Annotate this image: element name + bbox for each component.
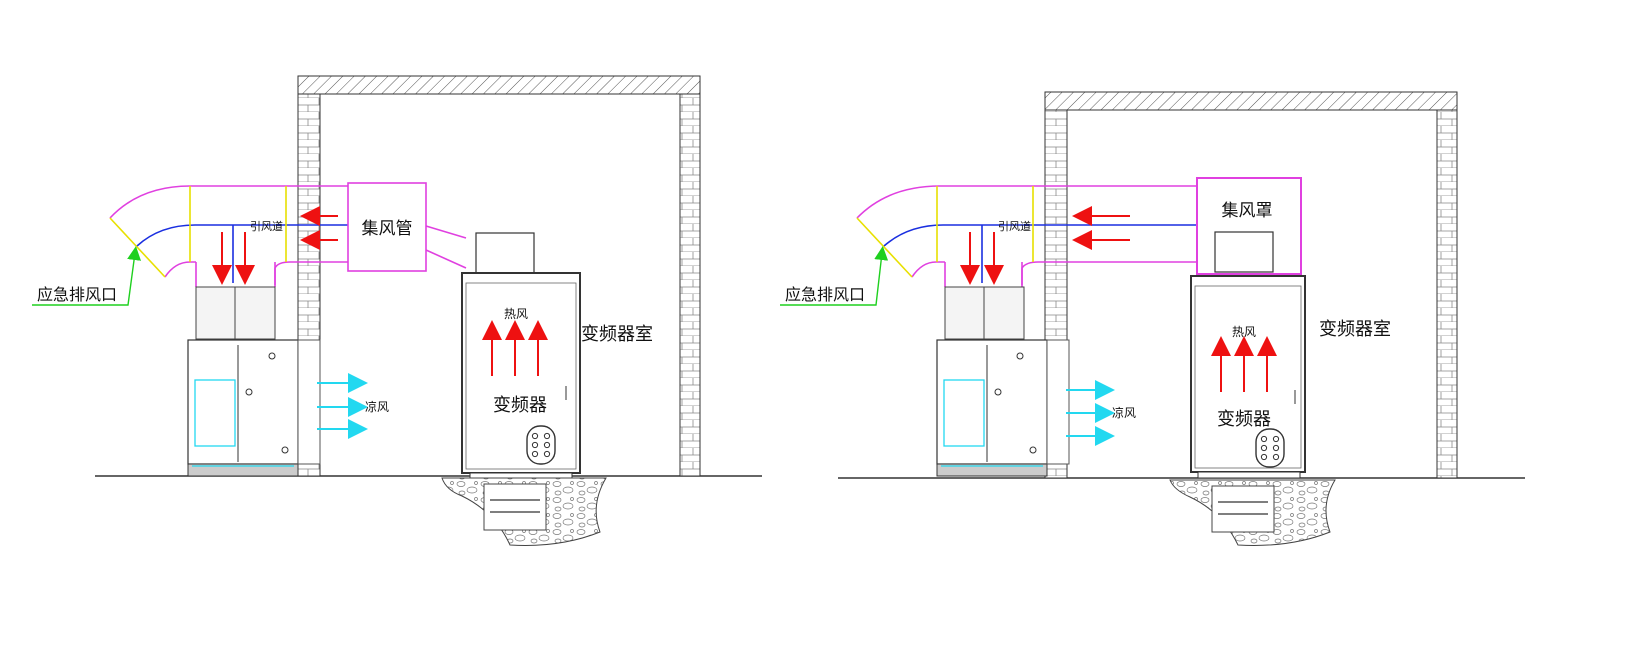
right-wall [1436, 109, 1458, 479]
duct-label: 引风道 [998, 219, 1031, 233]
vfd-label: 变频器 [1217, 409, 1271, 430]
hot-air-label: 热风 [504, 307, 528, 321]
vfd-cabinet [461, 232, 581, 480]
duct-centerline-blue [136, 224, 348, 247]
hot-air-label: 热风 [1232, 325, 1256, 339]
collector-box [347, 182, 427, 272]
air-conditioner-unit [936, 286, 1070, 477]
duct-outer-magenta [109, 185, 348, 219]
ceiling-slab [297, 75, 701, 95]
cool-air-label: 凉风 [365, 399, 389, 414]
duct-joint [109, 217, 166, 278]
emergency-exhaust-label: 应急排风口 [37, 285, 117, 304]
duct-system: 集风管 [109, 182, 467, 287]
panel-right: 集风罩 引风道 应急排风口 凉风 [780, 91, 1525, 546]
right-wall [679, 93, 701, 477]
panel-left: 集风管 引风道 应急排风口 凉风 [32, 75, 762, 546]
room-label: 变频器室 [581, 324, 653, 345]
ceiling-slab [1044, 91, 1458, 111]
room-label: 变频器室 [1319, 319, 1391, 340]
duct-inner-magenta [164, 261, 348, 285]
air-conditioner-unit [187, 286, 321, 477]
collector-label: 集风管 [362, 219, 413, 239]
vfd-cabinet [1190, 231, 1306, 479]
duct-label: 引风道 [250, 219, 283, 233]
vfd-label: 变频器 [493, 395, 547, 416]
cool-air-label: 凉风 [1112, 405, 1136, 420]
collector-label: 集风罩 [1222, 201, 1273, 221]
emergency-exhaust-label: 应急排风口 [785, 285, 865, 304]
